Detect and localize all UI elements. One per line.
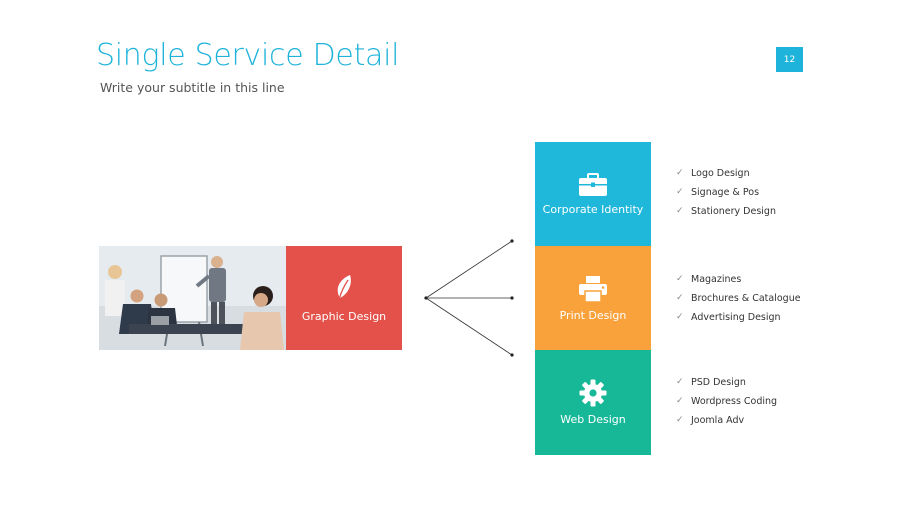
print-design-list: ✓Magazines ✓Brochures & Catalogue ✓Adver… <box>676 270 801 327</box>
list-item: ✓Signage & Pos <box>676 183 776 202</box>
web-design-list: ✓PSD Design ✓Wordpress Coding ✓Joomla Ad… <box>676 373 777 430</box>
list-item: ✓Brochures & Catalogue <box>676 289 801 308</box>
print-design-label: Print Design <box>559 308 627 322</box>
list-item: ✓Stationery Design <box>676 202 776 221</box>
web-design-label: Web Design <box>560 413 626 426</box>
printer-icon <box>579 275 607 303</box>
check-icon: ✓ <box>676 377 684 387</box>
check-icon: ✓ <box>676 396 684 406</box>
list-item: ✓Wordpress Coding <box>676 392 777 411</box>
list-item: ✓Advertising Design <box>676 308 801 327</box>
list-item: ✓Joomla Adv <box>676 411 777 430</box>
gear-icon <box>579 379 607 407</box>
check-icon: ✓ <box>676 312 684 322</box>
slide-title: Single Service Detail <box>96 38 400 73</box>
check-icon: ✓ <box>676 415 684 425</box>
list-item: ✓Logo Design <box>676 164 776 183</box>
print-design-tile[interactable]: Print Design <box>535 246 651 350</box>
check-icon: ✓ <box>676 187 684 197</box>
check-icon: ✓ <box>676 293 684 303</box>
meeting-photo <box>99 246 286 350</box>
list-item: ✓Magazines <box>676 270 801 289</box>
leaf-icon <box>337 274 351 300</box>
graphic-design-tile[interactable]: Graphic Design <box>286 246 402 350</box>
page-number-badge: 12 <box>776 47 803 72</box>
web-design-tile[interactable]: Web Design <box>535 350 651 455</box>
corporate-identity-list: ✓Logo Design ✓Signage & Pos ✓Stationery … <box>676 164 776 221</box>
briefcase-icon <box>579 172 607 196</box>
corporate-identity-label: Corporate Identity <box>542 202 644 216</box>
list-item: ✓PSD Design <box>676 373 777 392</box>
check-icon: ✓ <box>676 168 684 178</box>
check-icon: ✓ <box>676 274 684 284</box>
corporate-identity-tile[interactable]: Corporate Identity <box>535 142 651 246</box>
slide-subtitle: Write your subtitle in this line <box>100 80 285 95</box>
graphic-design-label: Graphic Design <box>301 309 387 323</box>
check-icon: ✓ <box>676 206 684 216</box>
